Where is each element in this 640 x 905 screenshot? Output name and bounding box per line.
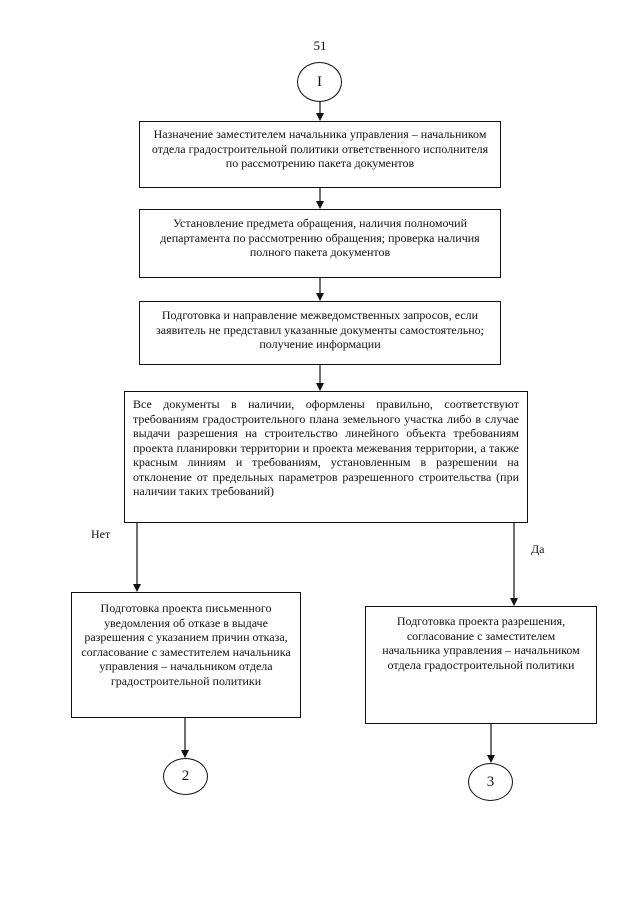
outcome-refusal-notice: Подготовка проекта письменного уведомлен… — [71, 592, 301, 718]
outcome-refusal-notice-text: Подготовка проекта письменного уведомлен… — [81, 601, 291, 688]
decision-documents-check-text: Все документы в наличии, оформлены прави… — [133, 397, 519, 498]
connector-end-right-circle: 3 — [468, 763, 513, 801]
step-establish-subject: Установление предмета обращения, наличия… — [139, 209, 501, 278]
branch-label-no: Нет — [91, 527, 111, 541]
outcome-permit-draft: Подготовка проекта разрешения, согласова… — [365, 606, 597, 724]
page-number: 51 — [313, 38, 327, 53]
connector-start-circle: I — [297, 62, 342, 102]
step-assign-executor-text: Назначение заместителем начальника управ… — [151, 127, 489, 170]
outcome-permit-draft-text: Подготовка проекта разрешения, согласова… — [382, 614, 580, 672]
connector-end-right-label: 3 — [486, 773, 495, 790]
branch-label-yes: Да — [531, 542, 545, 556]
connector-end-left-circle: 2 — [163, 758, 208, 795]
step-establish-subject-text: Установление предмета обращения, наличия… — [160, 216, 480, 259]
connector-start-label: I — [317, 73, 322, 90]
connector-end-left-label: 2 — [181, 768, 190, 784]
step-interagency-requests-text: Подготовка и направление межведомственны… — [156, 308, 484, 351]
decision-documents-check: Все документы в наличии, оформлены прави… — [124, 391, 528, 523]
step-interagency-requests: Подготовка и направление межведомственны… — [139, 301, 501, 365]
step-assign-executor: Назначение заместителем начальника управ… — [139, 121, 501, 188]
